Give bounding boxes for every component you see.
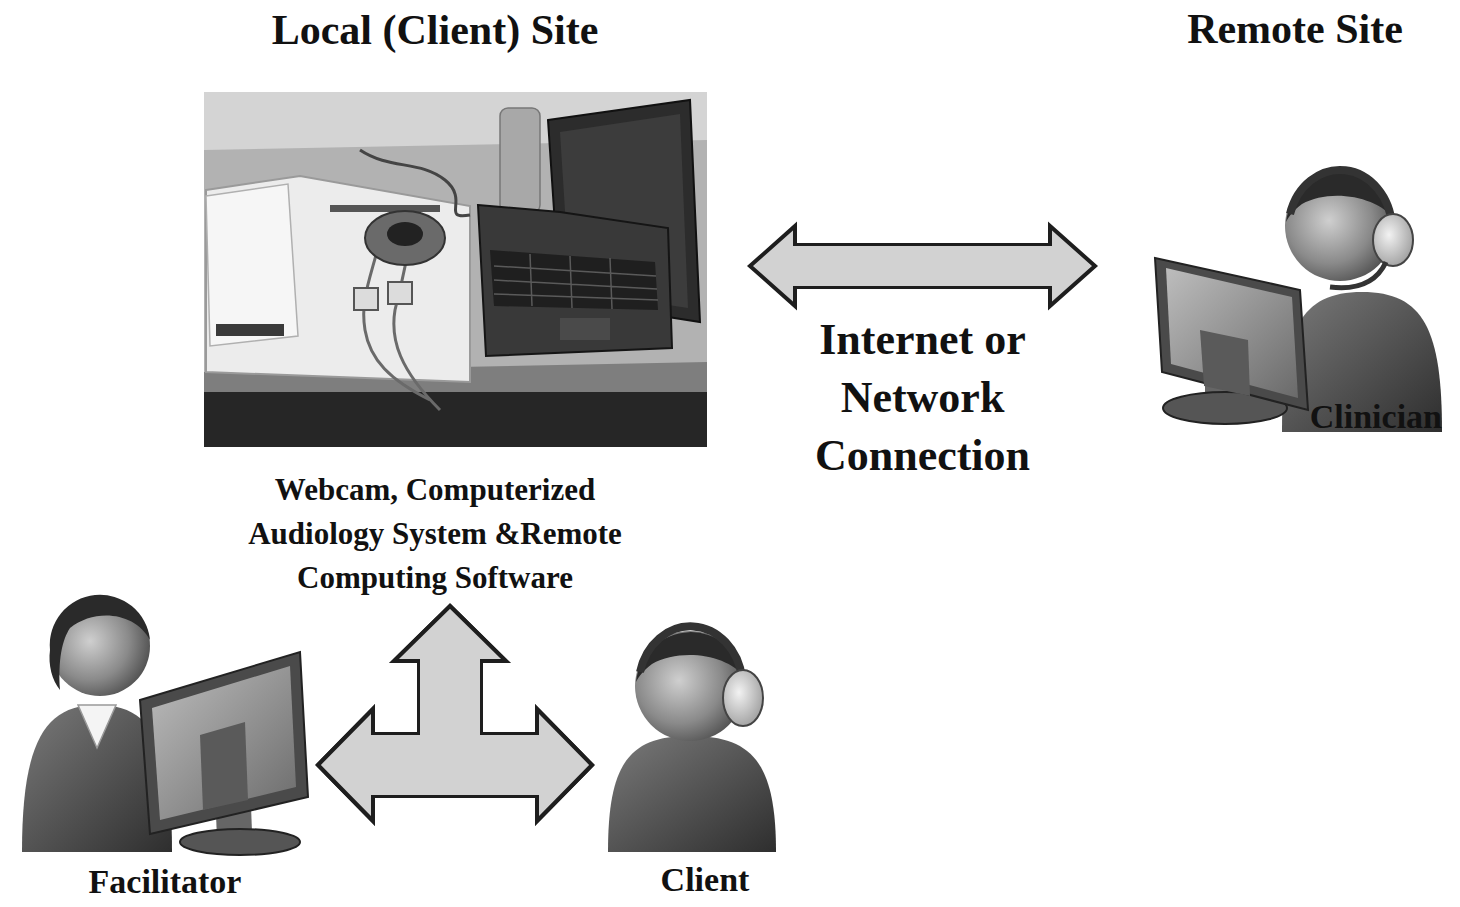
equipment-photo-part xyxy=(365,211,445,265)
clinician-icon-part xyxy=(1373,214,1413,266)
facilitator-icon-part xyxy=(140,652,308,834)
equipment-caption: Webcam, Computerized Audiology System &R… xyxy=(215,468,655,600)
client-icon-part xyxy=(723,670,763,726)
client-node: Client xyxy=(595,620,815,900)
icon-space xyxy=(1140,58,1450,395)
arrow-head xyxy=(394,606,506,661)
arrow-head xyxy=(537,709,592,821)
equipment-photo-part xyxy=(494,254,658,309)
facilitator-icon-part xyxy=(49,595,150,690)
arrow-head xyxy=(1050,226,1095,306)
site-heading: Local (Client) Site xyxy=(175,5,695,55)
equipment-photo-part xyxy=(500,108,540,213)
client-icon-part xyxy=(640,626,742,678)
arrow-head xyxy=(318,709,373,821)
block-arrow xyxy=(790,246,1055,286)
icon-space xyxy=(165,55,705,468)
clinician-icon-part xyxy=(1155,258,1308,410)
equipment-photo-part xyxy=(204,392,707,447)
site-heading: Remote Site xyxy=(1185,0,1405,58)
role-label: Facilitator xyxy=(15,862,315,902)
clinician-icon-part xyxy=(1286,173,1395,222)
clinician-icon-part xyxy=(1166,268,1298,398)
arrow-head xyxy=(750,226,795,306)
equipment-photo-part xyxy=(216,324,284,336)
icon-space xyxy=(595,620,815,860)
equipment-photo-part xyxy=(206,184,298,346)
role-label: Clinician xyxy=(1140,395,1450,439)
equipment-photo-part xyxy=(354,288,378,310)
facilitator-icon-part xyxy=(180,829,300,855)
equipment-photo-part xyxy=(204,92,707,447)
clinician-node: Remote SiteClinician xyxy=(1140,0,1450,439)
facilitator-icon xyxy=(22,595,308,855)
icon-space xyxy=(15,590,315,862)
equipment-photo-part xyxy=(388,282,412,304)
connection-label: Internet or Network Connection xyxy=(753,311,1093,485)
equipment-photo-part xyxy=(360,150,470,216)
facilitator-icon-part xyxy=(78,705,116,748)
equipment-photo-part xyxy=(387,222,423,246)
facilitator-icon-part xyxy=(200,722,248,810)
block-arrow xyxy=(450,656,542,765)
clinician-icon-part xyxy=(1290,170,1392,226)
equipment-photo-part xyxy=(490,250,658,310)
clinician-icon-part xyxy=(1330,262,1386,288)
arrow-head xyxy=(394,606,506,661)
site-group: Local (Client) SiteWebcam, Computerized … xyxy=(165,5,705,600)
client-icon xyxy=(608,626,776,852)
facilitator-icon-part xyxy=(152,666,296,820)
facilitator-node: Facilitator xyxy=(15,590,315,902)
clinician-icon xyxy=(1155,170,1442,432)
arrow-head xyxy=(537,709,592,821)
clinician-icon-part xyxy=(1200,330,1250,396)
equipment-photo xyxy=(204,92,707,447)
equipment-photo-part xyxy=(330,205,440,212)
equipment-photo-part xyxy=(478,205,672,356)
role-label: Client xyxy=(595,860,815,900)
arrow-head xyxy=(318,709,373,821)
equipment-photo-part xyxy=(560,318,610,340)
client-icon-part xyxy=(608,736,776,852)
equipment-photo-part xyxy=(206,176,470,382)
